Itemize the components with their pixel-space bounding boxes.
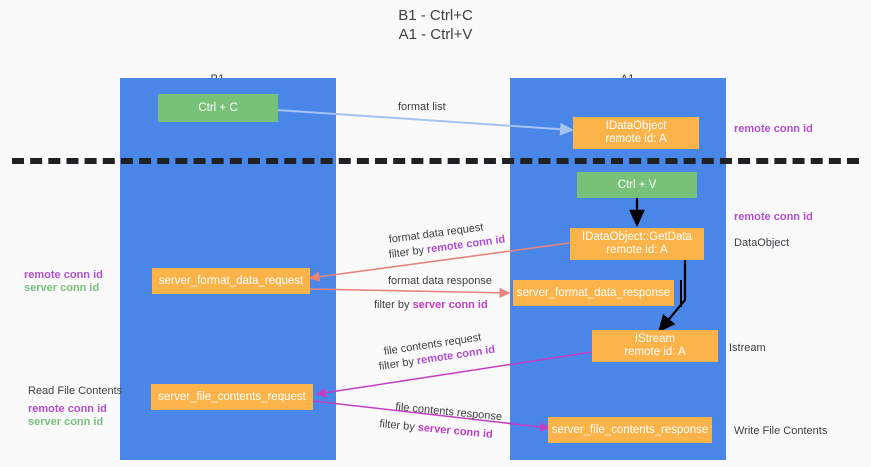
page-title: B1 - Ctrl+C A1 - Ctrl+V — [398, 7, 473, 43]
box-istream[interactable]: IStream remote id: A — [592, 330, 718, 362]
label-right-istream: Istream — [729, 342, 766, 354]
filter-prefix-1: filter by — [388, 243, 428, 261]
box-getdata[interactable]: IDataObject::GetData remote id: A — [570, 228, 704, 260]
label-format-list: format list — [398, 101, 446, 113]
arrow-format-data-response — [309, 287, 511, 298]
label-right-dataobject: DataObject — [734, 237, 790, 249]
box-idataobject[interactable]: IDataObject remote id: A — [573, 117, 699, 149]
label-filter-server-conn-id-1: filter by server conn id — [374, 299, 488, 312]
label-format-data-response: format data response — [388, 275, 492, 287]
section-divider — [12, 158, 859, 164]
filter-key-server-conn-id-2: server conn id — [417, 421, 494, 441]
box-ctrl-v[interactable]: Ctrl + V — [577, 172, 697, 198]
label-left-server-conn-id-mid: server conn id — [24, 282, 100, 294]
filter-prefix-2: filter by — [374, 299, 413, 311]
label-left-server-conn-id-bot: server conn id — [28, 416, 104, 428]
label-left-remote-conn-id-bot: remote conn id — [28, 403, 107, 415]
filter-key-server-conn-id-1: server conn id — [412, 299, 488, 311]
label-left-read-file-contents: Read File Contents — [28, 385, 123, 397]
label-right-remote-conn-id-mid: remote conn id — [734, 211, 813, 223]
box-server-file-contents-request[interactable]: server_file_contents_request — [151, 384, 313, 410]
box-server-file-contents-response[interactable]: server_file_contents_response — [548, 417, 712, 443]
label-right-remote-conn-id-top: remote conn id — [734, 123, 813, 135]
filter-prefix-4: filter by — [378, 418, 419, 434]
box-server-format-data-request[interactable]: server_format_data_request — [152, 268, 310, 294]
box-server-format-data-response[interactable]: server_format_data_response — [513, 280, 674, 306]
label-right-write-file-contents: Write File Contents — [734, 425, 828, 437]
label-left-remote-conn-id-mid: remote conn id — [24, 269, 103, 281]
box-ctrl-c[interactable]: Ctrl + C — [158, 94, 278, 122]
